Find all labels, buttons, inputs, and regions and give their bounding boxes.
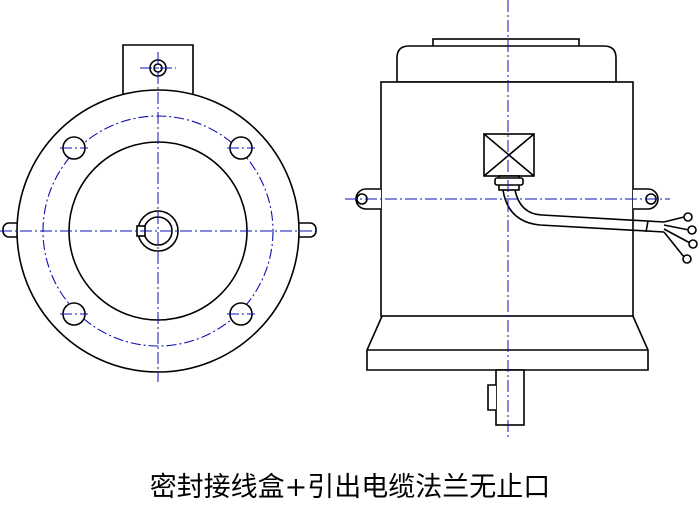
cable-outer-bottom (514, 189, 665, 223)
side-shaft-stub (495, 369, 525, 426)
wire-terminal-1 (683, 212, 693, 222)
wire-terminal-2 (687, 225, 697, 235)
junction-box-cross (483, 133, 535, 177)
cable-jacket-end (645, 220, 649, 233)
side-view (345, 0, 698, 440)
wire-terminal-3 (688, 239, 698, 249)
front-bolt-holes (62, 136, 253, 326)
wire-terminal-4 (682, 254, 692, 264)
cable-gland-nut (494, 177, 524, 186)
cable-outer-top (502, 189, 665, 233)
side-shaft-key (487, 384, 496, 411)
front-view (0, 44, 320, 382)
cable-wires (663, 212, 698, 264)
front-top-tab (122, 44, 194, 95)
drawing-caption: 密封接线盒+引出电缆法兰无止口 (149, 472, 551, 503)
side-top-cap (396, 45, 617, 83)
